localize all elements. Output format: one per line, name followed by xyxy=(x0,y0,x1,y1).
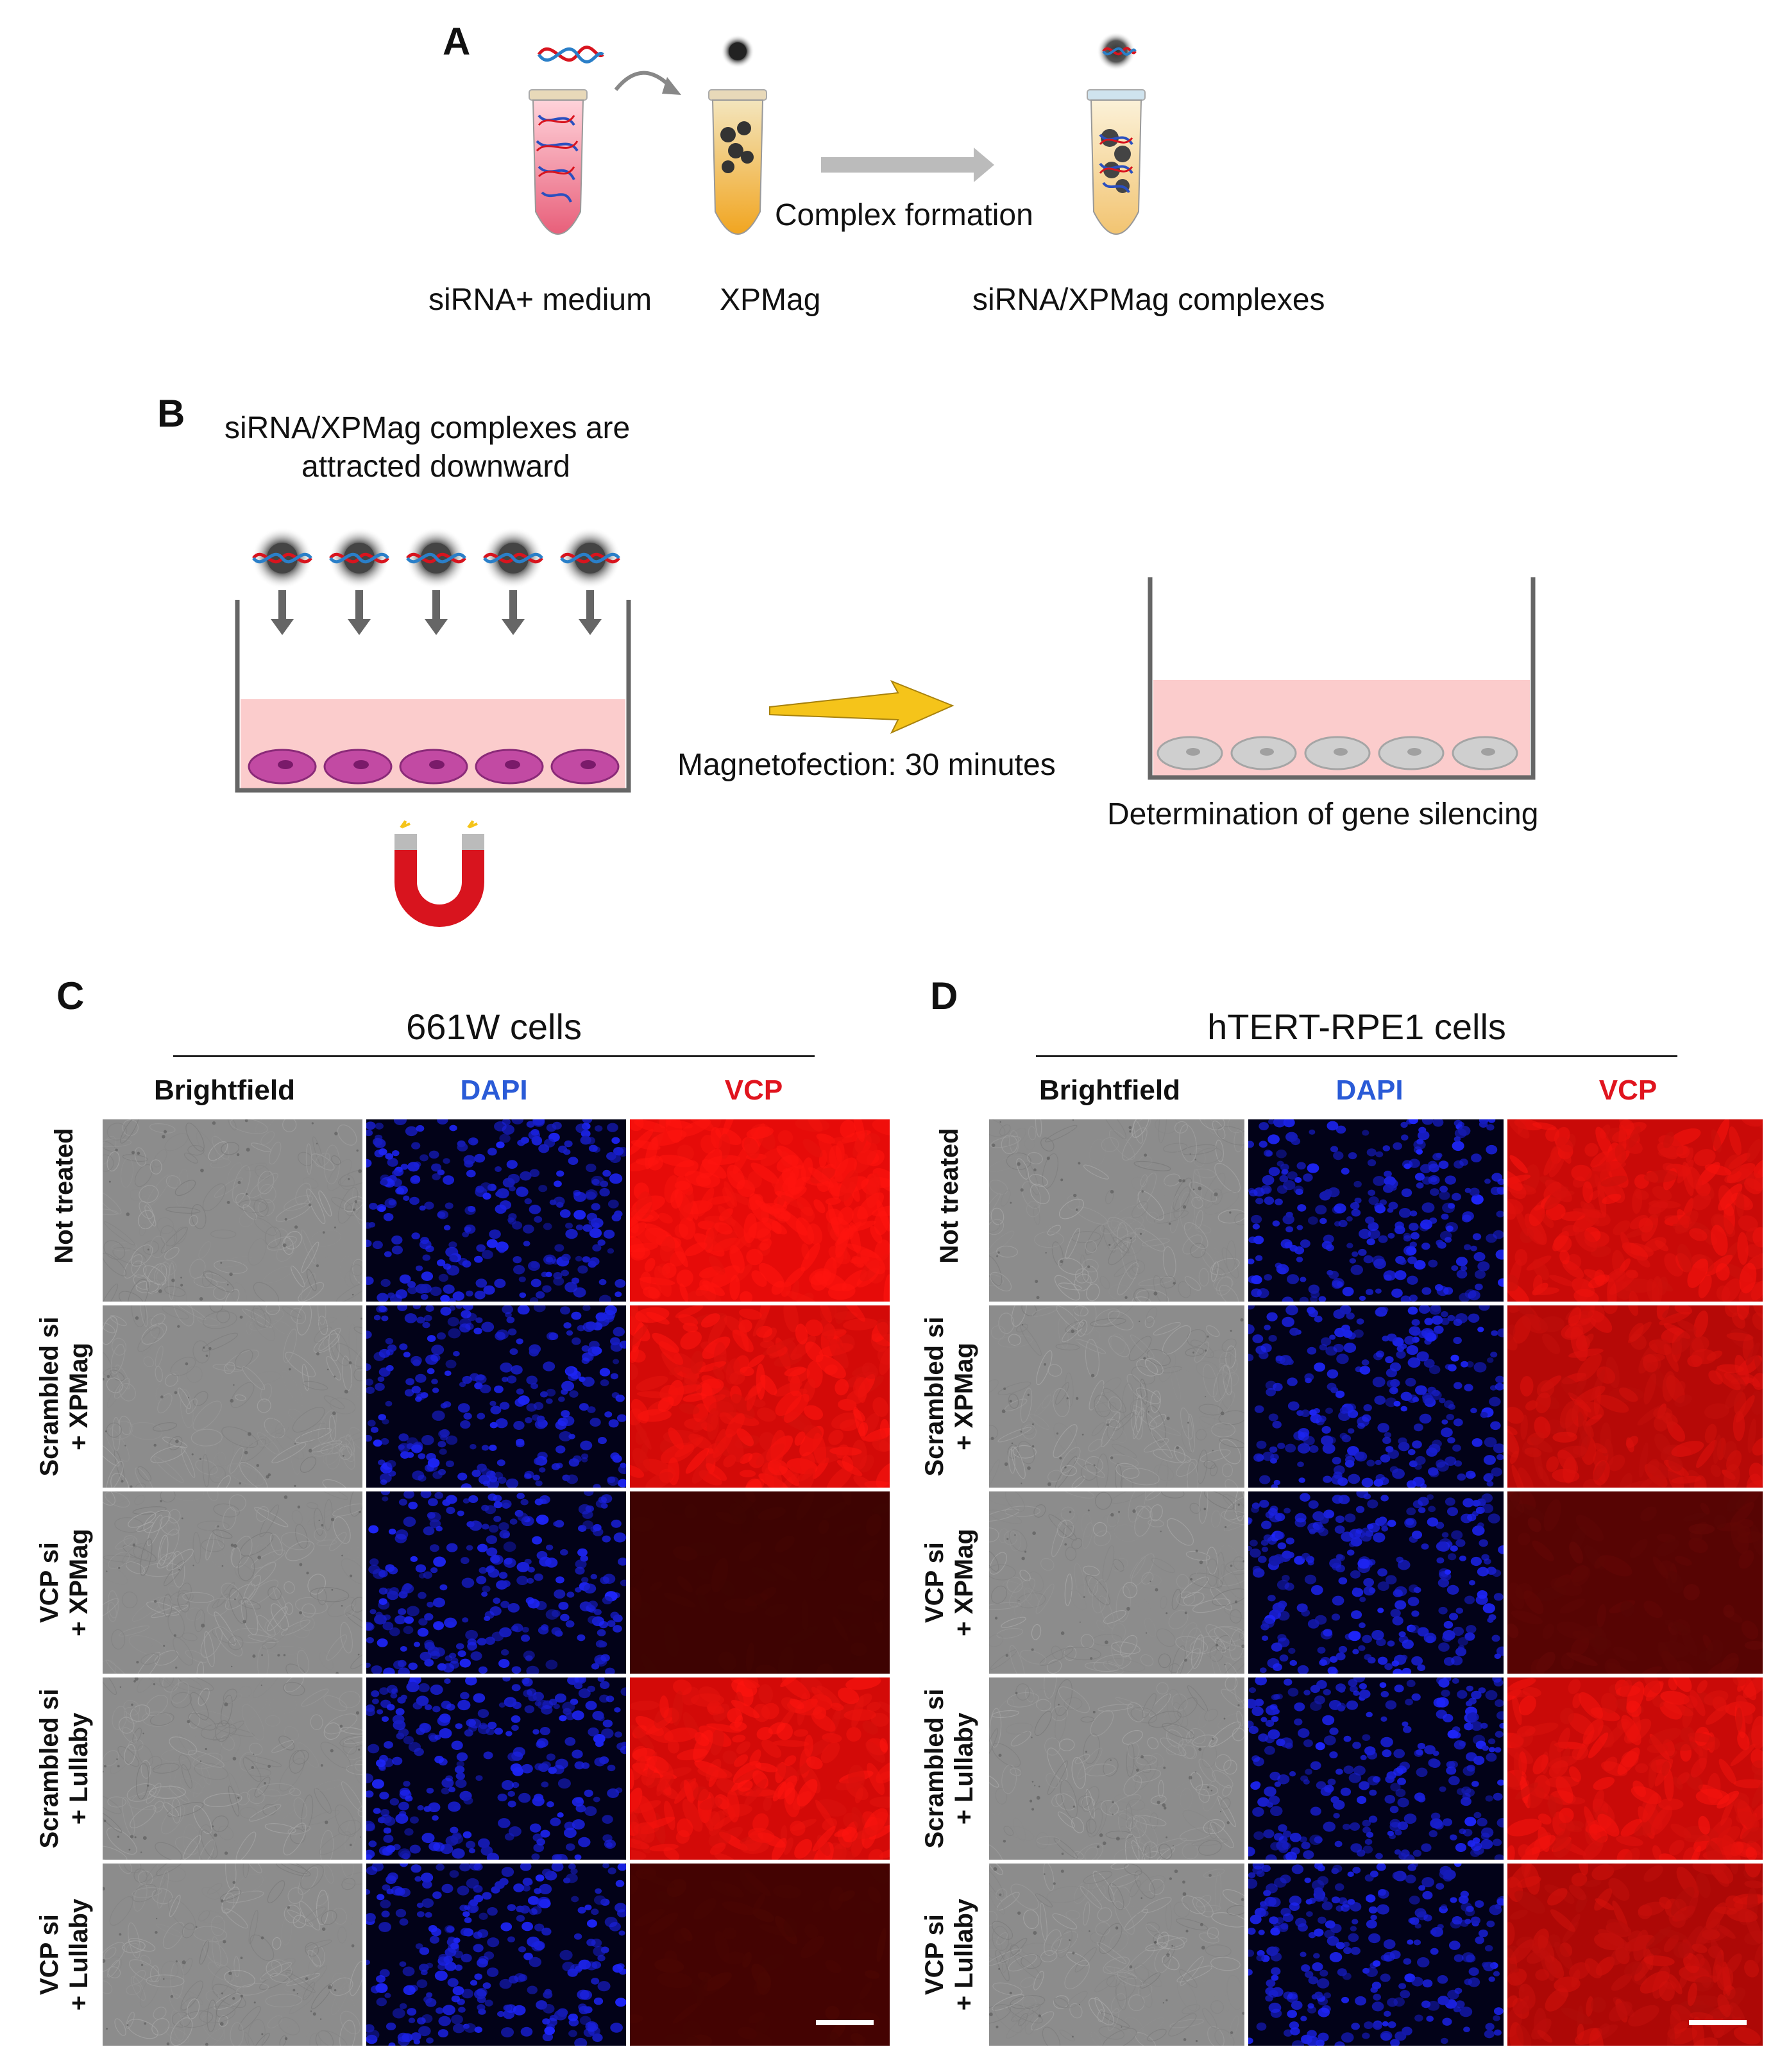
d-image-vcp-row-1 xyxy=(1507,1305,1763,1488)
d-row-label-2: VCP si+ XPMag xyxy=(920,1491,979,1674)
panel-c-col-brightfield: Brightfield xyxy=(154,1074,295,1106)
panel-c-col-vcp: VCP xyxy=(724,1074,783,1106)
c-image-vcp-row-0 xyxy=(630,1119,890,1302)
panel-b-caption-line2: attracted downward xyxy=(301,450,570,484)
c-row-label-2-line-0: VCP si xyxy=(35,1542,64,1623)
d-image-vcp-row-4 xyxy=(1507,1864,1763,2046)
yellow-arrow-icon xyxy=(769,680,954,735)
complex-formation-label: Complex formation xyxy=(775,198,1033,232)
c-image-brightfield-row-3 xyxy=(103,1677,362,1860)
c-row-label-4: VCP si+ Lullaby xyxy=(35,1864,94,2046)
c-row-label-3-line-0: Scrambled si xyxy=(35,1688,64,1849)
d-image-brightfield-row-0 xyxy=(989,1119,1244,1302)
panel-b-caption-line1: siRNA/XPMag complexes are xyxy=(225,411,631,445)
culture-dish-result-icon xyxy=(1148,577,1536,780)
c-image-brightfield-row-2 xyxy=(103,1491,362,1674)
c-image-vcp-row-3 xyxy=(630,1677,890,1860)
c-image-dapi-row-3 xyxy=(366,1677,626,1860)
magnet-icon xyxy=(394,820,484,927)
d-row-label-4-line-1: + Lullaby xyxy=(950,1898,978,2011)
tube-xpmag-icon xyxy=(708,89,767,235)
c-image-vcp-row-2 xyxy=(630,1491,890,1674)
c-row-label-4-line-1: + Lullaby xyxy=(65,1898,93,2011)
tube-complexes-label: siRNA/XPMag complexes xyxy=(972,283,1325,317)
c-image-vcp-row-1 xyxy=(630,1305,890,1488)
d-image-vcp-row-2 xyxy=(1507,1491,1763,1674)
panel-d-divider xyxy=(1036,1055,1677,1057)
d-row-label-2-line-1: + XPMag xyxy=(950,1529,978,1636)
d-row-label-1-line-0: Scrambled si xyxy=(920,1316,949,1477)
c-row-label-2-line-1: + XPMag xyxy=(65,1529,93,1636)
magnetofection-label: Magnetofection: 30 minutes xyxy=(677,748,1056,782)
panel-c-divider xyxy=(173,1055,815,1057)
down-arrow-icons xyxy=(271,590,602,635)
panel-d-col-brightfield: Brightfield xyxy=(1039,1074,1180,1106)
c-scale-bar xyxy=(816,2020,874,2025)
c-row-label-2: VCP si+ XPMag xyxy=(35,1491,94,1674)
c-image-dapi-row-0 xyxy=(366,1119,626,1302)
panel-c-title: 661W cells xyxy=(406,1006,582,1047)
c-row-label-1-line-1: + XPMag xyxy=(65,1343,93,1450)
d-row-label-4: VCP si+ Lullaby xyxy=(920,1864,979,2046)
d-image-dapi-row-3 xyxy=(1248,1677,1504,1860)
c-image-brightfield-row-0 xyxy=(103,1119,362,1302)
panel-a-illustration xyxy=(529,32,1146,235)
c-image-vcp-row-4 xyxy=(630,1864,890,2046)
d-image-dapi-row-0 xyxy=(1248,1119,1504,1302)
tube-complexes-icon xyxy=(1087,89,1146,235)
d-row-label-2-line-0: VCP si xyxy=(920,1542,949,1623)
panel-label-a: A xyxy=(443,20,471,63)
c-row-label-3-line-1: + Lullaby xyxy=(65,1712,93,1825)
culture-dish-magnetofection-icon xyxy=(235,600,631,793)
tube-sirna-medium-icon xyxy=(529,89,588,235)
c-image-dapi-row-2 xyxy=(366,1491,626,1674)
panel-c-col-dapi: DAPI xyxy=(460,1074,528,1106)
d-image-dapi-row-4 xyxy=(1248,1864,1504,2046)
c-image-dapi-row-1 xyxy=(366,1305,626,1488)
d-row-label-0: Not treated xyxy=(935,1105,964,1287)
c-image-dapi-row-4 xyxy=(366,1864,626,2046)
dna-icon xyxy=(537,46,604,64)
c-image-brightfield-row-1 xyxy=(103,1305,362,1488)
panel-label-b: B xyxy=(157,392,185,435)
d-row-label-0-line-0: Not treated xyxy=(935,1128,963,1264)
c-image-brightfield-row-4 xyxy=(103,1864,362,2046)
c-row-label-4-line-0: VCP si xyxy=(35,1914,64,1995)
panel-d-col-vcp: VCP xyxy=(1598,1074,1658,1106)
d-row-label-3-line-0: Scrambled si xyxy=(920,1688,949,1849)
c-row-label-1: Scrambled si+ XPMag xyxy=(35,1305,94,1488)
d-image-dapi-row-1 xyxy=(1248,1305,1504,1488)
d-row-label-3-line-1: + Lullaby xyxy=(950,1712,978,1825)
panel-label-d: D xyxy=(930,974,958,1017)
panel-label-c: C xyxy=(56,974,85,1017)
d-row-label-4-line-0: VCP si xyxy=(920,1914,949,1995)
d-image-brightfield-row-1 xyxy=(989,1305,1244,1488)
d-image-brightfield-row-3 xyxy=(989,1677,1244,1860)
tube-sirna-medium-label: siRNA+ medium xyxy=(428,283,652,317)
d-image-brightfield-row-2 xyxy=(989,1491,1244,1674)
c-row-label-1-line-0: Scrambled si xyxy=(35,1316,64,1477)
panel-d-title: hTERT-RPE1 cells xyxy=(1207,1006,1506,1047)
d-image-vcp-row-3 xyxy=(1507,1677,1763,1860)
tube-xpmag-label: XPMag xyxy=(720,283,821,317)
sirna-xpmag-complex-icons xyxy=(251,527,621,589)
d-scale-bar xyxy=(1689,2020,1747,2025)
d-row-label-3: Scrambled si+ Lullaby xyxy=(920,1677,979,1860)
c-row-label-0: Not treated xyxy=(49,1105,79,1287)
d-image-brightfield-row-4 xyxy=(989,1864,1244,2046)
c-row-label-3: Scrambled si+ Lullaby xyxy=(35,1677,94,1860)
d-row-label-1: Scrambled si+ XPMag xyxy=(920,1305,979,1488)
panel-d-col-dapi: DAPI xyxy=(1335,1074,1403,1106)
d-row-label-1-line-1: + XPMag xyxy=(950,1343,978,1450)
c-row-label-0-line-0: Not treated xyxy=(50,1128,78,1264)
d-image-dapi-row-2 xyxy=(1248,1491,1504,1674)
gene-silencing-label: Determination of gene silencing xyxy=(1107,797,1539,831)
panel-b-illustration xyxy=(235,527,1536,927)
d-image-vcp-row-0 xyxy=(1507,1119,1763,1302)
